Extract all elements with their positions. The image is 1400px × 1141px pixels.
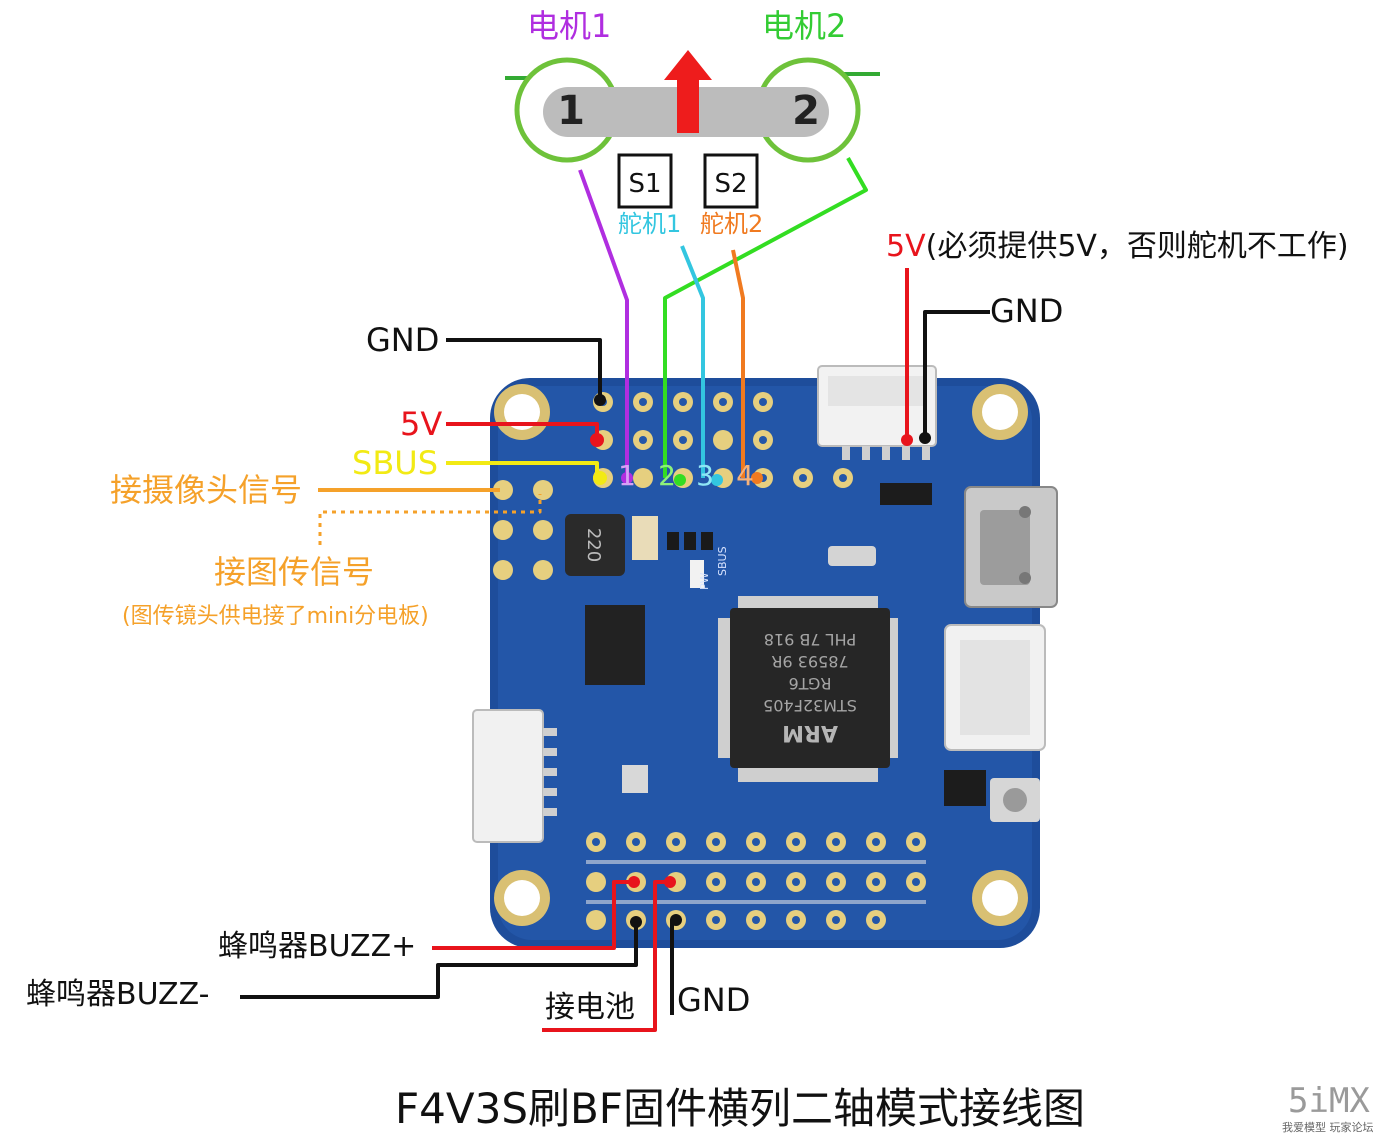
silk-sbus: SBUS [716, 546, 729, 576]
servo-1-box-label: S1 [628, 169, 661, 199]
mcu-line2: RGT6 [789, 674, 832, 693]
camera-signal-label: 接摄像头信号 [110, 471, 303, 509]
inductor [565, 514, 625, 576]
pin-numbers: 1 2 3 4 [618, 459, 754, 492]
mcu-line3: 78593 9R [771, 652, 848, 671]
flight-controller-board: 220 ARM STM32F405 RGT6 78593 9R PHL 7B 9… [472, 365, 1058, 948]
wire-buzz-plus [432, 880, 634, 950]
servo-power-note: (必须提供5V，否则舵机不工作) [925, 229, 1349, 264]
pin-2-label: 2 [658, 459, 676, 492]
wire-motor-1 [578, 169, 629, 478]
vtx-signal-label: 接图传信号 [214, 553, 375, 591]
pin-dots [590, 394, 931, 928]
wire-gnd-top [446, 338, 602, 400]
servo-2-label: 舵机2 [700, 210, 764, 238]
silk-pw: PW [698, 572, 711, 590]
pin-3-label: 3 [696, 459, 714, 492]
watermark-logo: 5iMX [1288, 1081, 1370, 1121]
wire-sbus [446, 461, 599, 476]
wire-servo-2 [731, 249, 745, 478]
pin-4-label: 4 [736, 459, 754, 492]
servo-power-5v-value: 5V [886, 229, 926, 264]
gnd-bottom-label: GND [677, 981, 751, 1019]
page-title: F4V3S刷BF固件横列二轴模式接线图 [395, 1084, 1085, 1133]
wires [240, 157, 990, 1032]
gyro-chip [585, 605, 645, 685]
side-connector-left [472, 709, 544, 843]
servo-2-box [703, 153, 759, 209]
servo-power-5v-label: 5V(必须提供5V，否则舵机不工作) [886, 232, 1349, 262]
wire-servo-1 [680, 245, 705, 478]
wire-motor-2 [663, 157, 868, 478]
buzz-minus-label: 蜂鸣器BUZZ- [26, 977, 210, 1012]
motor-1-number: 1 [557, 88, 585, 134]
left-pad-grid [493, 480, 553, 580]
wire-battery [542, 880, 670, 1032]
sbus-label: SBUS [352, 444, 438, 482]
servo-1-label: 舵机1 [618, 210, 682, 238]
watermark-sub: 我爱模型 玩家论坛 [1282, 1121, 1374, 1134]
servo-1-box [617, 153, 673, 209]
pin-1-label: 1 [618, 459, 636, 492]
motor-2-number: 2 [792, 88, 820, 134]
gnd-top-label: GND [366, 321, 440, 359]
vcc-5v-left-label: 5V [400, 405, 443, 443]
vtx-note-label: (图传镜头供电接了mini分电板) [122, 604, 429, 629]
motor-2-label: 电机2 [762, 7, 847, 45]
servo-2-box-label: S2 [714, 169, 747, 199]
forward-arrow-icon [664, 50, 712, 133]
mcu-model: STM32F405 [763, 696, 857, 715]
buzz-plus-label: 蜂鸣器BUZZ+ [218, 929, 417, 964]
battery-label: 接电池 [545, 990, 635, 1025]
mcu-line4: PHL 7B 918 [764, 630, 856, 649]
mcu-brand: ARM [782, 720, 838, 745]
gnd-right-label: GND [990, 292, 1064, 330]
inductor-label: 220 [583, 528, 604, 562]
aircraft-schematic: 1 2 S1 S2 [505, 50, 880, 209]
wire-servo-gnd [923, 310, 990, 436]
wire-vtx [318, 494, 542, 545]
motor-1-label: 电机1 [527, 7, 612, 45]
wire-buzz-minus [240, 924, 638, 999]
main-mcu: ARM STM32F405 RGT6 78593 9R PHL 7B 918 [718, 596, 898, 782]
